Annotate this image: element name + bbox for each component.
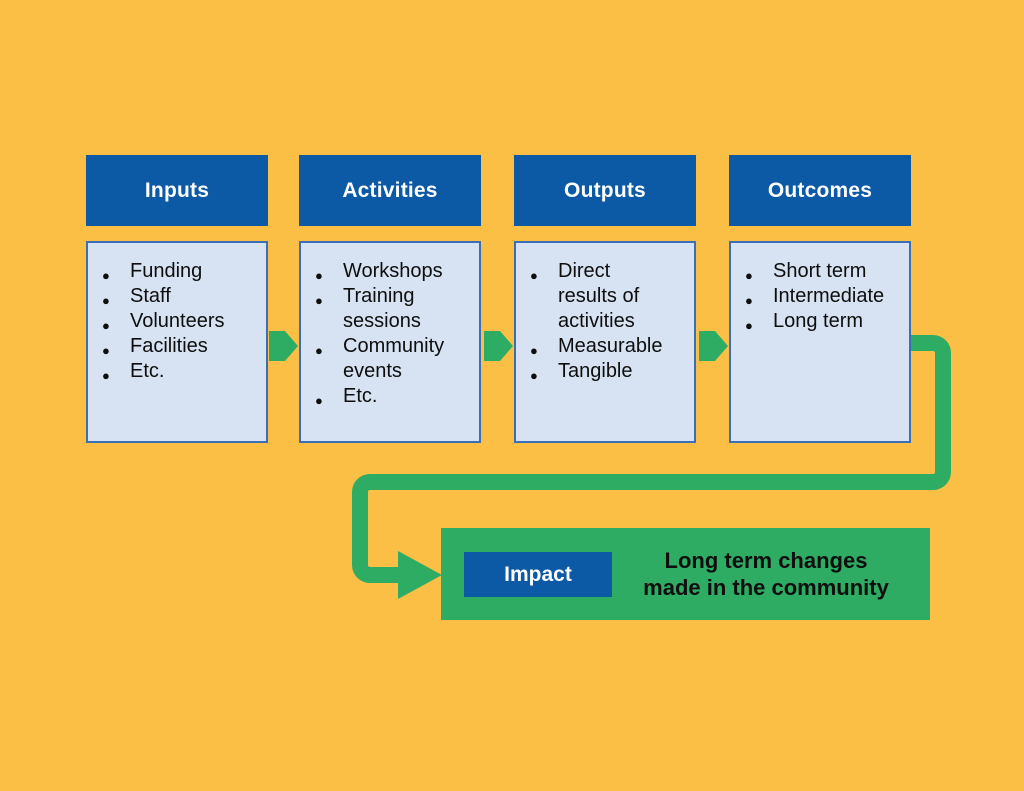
stage-header: Inputs [86,155,268,226]
impact-description: Long term changes made in the community [643,548,889,600]
stage-header: Outcomes [729,155,911,226]
list-item: Training sessions [315,284,473,334]
list-item: Long term [745,309,903,338]
stage-list: Direct results of activitiesMeasurableTa… [516,243,694,388]
list-item: Tangible [530,359,688,388]
flow-arrow-icon [699,331,728,361]
impact-label: Impact [464,552,612,597]
outcomes-to-impact-connector [352,335,951,583]
connector-arrowhead-icon [398,551,442,599]
flow-arrow-icon [269,331,298,361]
list-item: Volunteers [102,309,260,338]
list-item: Staff [102,284,260,313]
list-item: Etc. [102,359,260,388]
list-item: Community events [315,334,473,384]
list-item: Etc. [315,384,473,413]
list-item: Workshops [315,259,473,288]
list-item: Measurable [530,334,688,363]
flow-arrow-icon [484,331,513,361]
stage-list: Short termIntermediateLong term [731,243,909,338]
stage-column-outputs: Outputs Direct results of activitiesMeas… [514,155,696,443]
stage-list-panel: Direct results of activitiesMeasurableTa… [514,241,696,443]
list-item: Short term [745,259,903,288]
list-item: Facilities [102,334,260,363]
stage-list-panel: FundingStaffVolunteersFacilitiesEtc. [86,241,268,443]
list-item: Intermediate [745,284,903,313]
stage-list: WorkshopsTraining sessionsCommunity even… [301,243,479,413]
stage-list: FundingStaffVolunteersFacilitiesEtc. [88,243,266,388]
stage-column-activities: Activities WorkshopsTraining sessionsCom… [299,155,481,443]
stage-list-panel: WorkshopsTraining sessionsCommunity even… [299,241,481,443]
impact-panel: Impact Long term changes made in the com… [441,528,930,620]
stage-list-panel: Short termIntermediateLong term [729,241,911,443]
stage-column-inputs: Inputs FundingStaffVolunteersFacilitiesE… [86,155,268,443]
list-item: Direct results of activities [530,259,688,334]
stage-header: Activities [299,155,481,226]
list-item: Funding [102,259,260,288]
stage-column-outcomes: Outcomes Short termIntermediateLong term [729,155,911,443]
stage-header: Outputs [514,155,696,226]
